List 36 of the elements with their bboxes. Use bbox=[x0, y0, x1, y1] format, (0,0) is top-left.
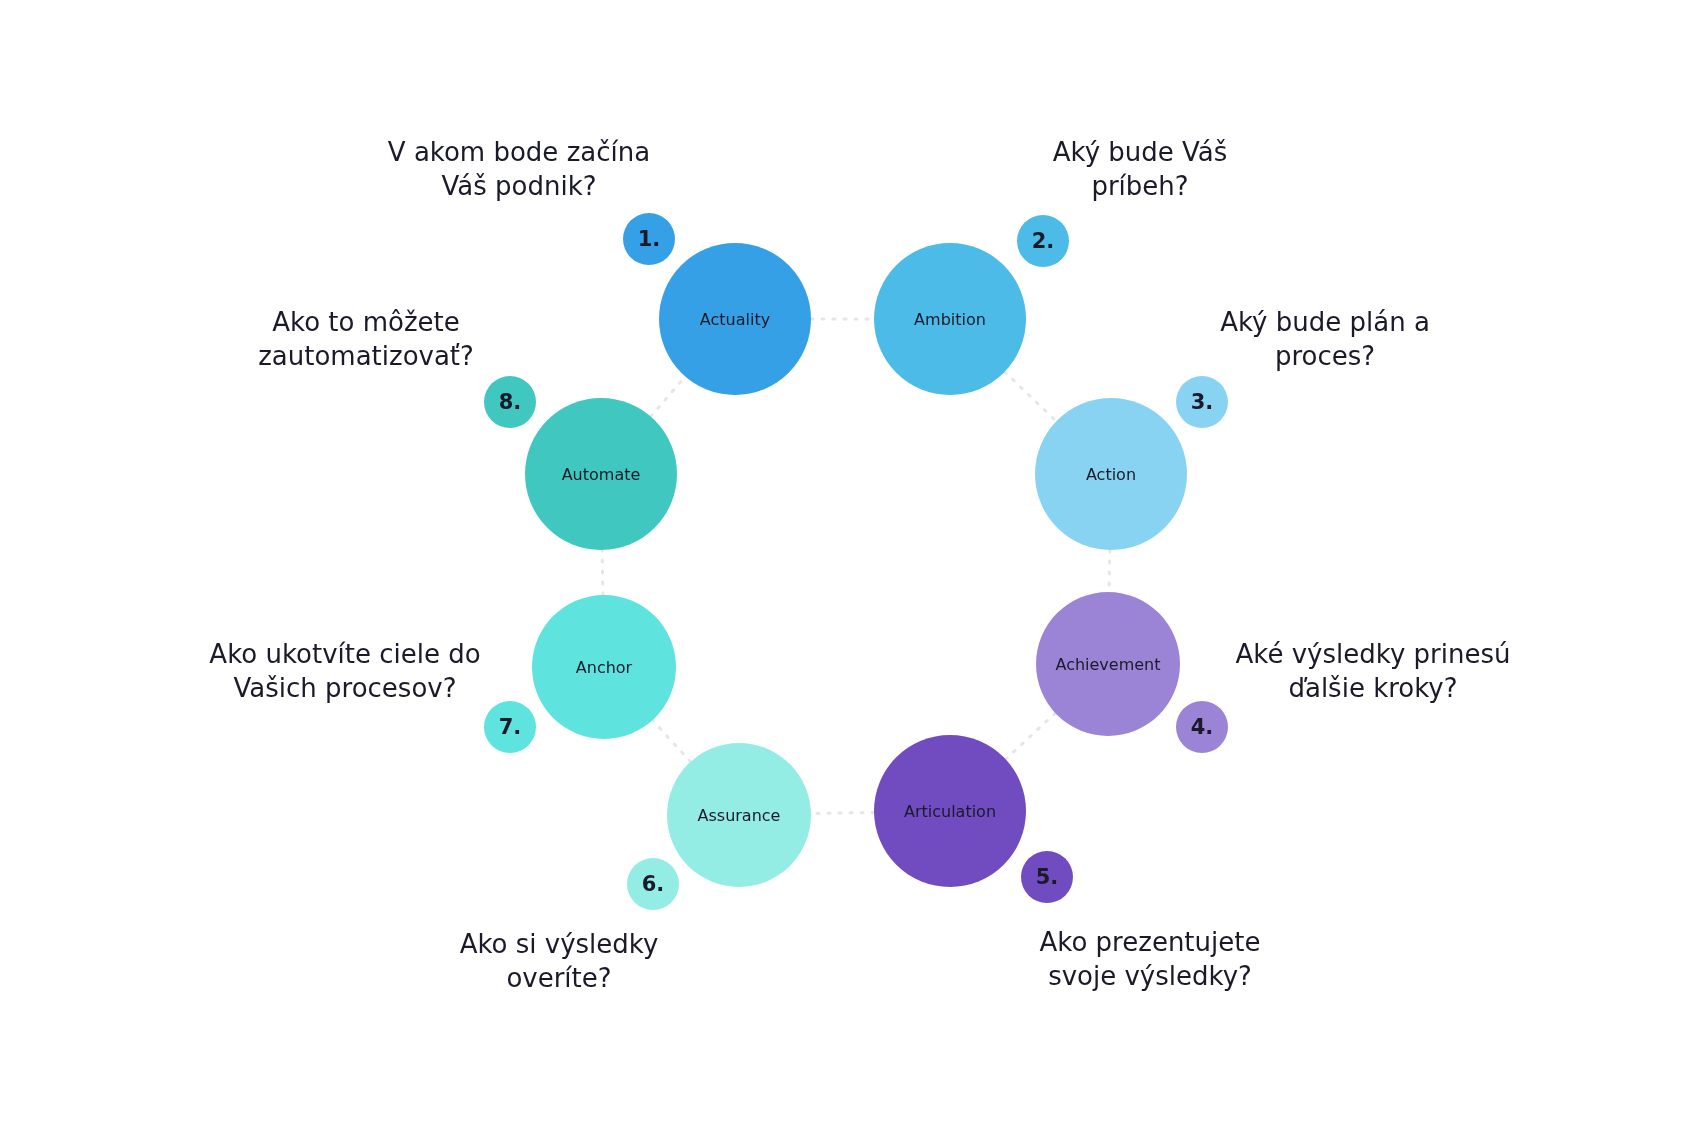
step-number: 3. bbox=[1190, 390, 1214, 414]
question-text: V akom bode začína Váš podnik? bbox=[386, 136, 652, 203]
number-circle bbox=[484, 701, 536, 753]
number-circle bbox=[623, 213, 675, 265]
stage-label: Assurance bbox=[697, 805, 781, 825]
dotted-connector bbox=[600, 548, 605, 597]
step-number: 8. bbox=[498, 390, 522, 414]
stage-label: Achievement bbox=[1055, 654, 1161, 674]
question-text: Aký bude Váš príbeh? bbox=[1051, 136, 1229, 203]
step-number: 1. bbox=[637, 227, 661, 251]
number-circle bbox=[627, 858, 679, 910]
stage-label: Anchor bbox=[575, 657, 633, 677]
number-circle bbox=[1176, 376, 1228, 428]
stage-label: Action bbox=[1085, 464, 1137, 484]
question-text: Aký bude plán a proces? bbox=[1219, 306, 1431, 373]
number-circle bbox=[1176, 701, 1228, 753]
step-number: 2. bbox=[1031, 229, 1055, 253]
number-circle bbox=[1021, 851, 1073, 903]
question-text: Ako si výsledky overíte? bbox=[458, 928, 660, 995]
number-circle bbox=[1017, 215, 1069, 267]
dotted-connector bbox=[651, 718, 692, 764]
step-number: 7. bbox=[498, 715, 522, 739]
stage-label: Ambition bbox=[914, 309, 986, 329]
question-text: Ako to môžete zautomatizovať? bbox=[257, 306, 475, 373]
step-number: 6. bbox=[641, 872, 665, 896]
dotted-connector bbox=[1004, 711, 1057, 761]
dotted-connector bbox=[1003, 370, 1058, 423]
stage-label: Actuality bbox=[699, 309, 771, 329]
step-number: 5. bbox=[1035, 865, 1059, 889]
step-number: 4. bbox=[1190, 715, 1214, 739]
number-circle bbox=[484, 376, 536, 428]
question-text: Ako ukotvíte ciele do Vašich procesov? bbox=[208, 638, 482, 705]
question-text: Ako prezentujete svoje výsledky? bbox=[1038, 926, 1262, 993]
stage-label: Automate bbox=[561, 464, 641, 484]
question-text: Aké výsledky prinesú ďalšie kroky? bbox=[1234, 638, 1512, 705]
stage-label: Articulation bbox=[903, 801, 997, 821]
